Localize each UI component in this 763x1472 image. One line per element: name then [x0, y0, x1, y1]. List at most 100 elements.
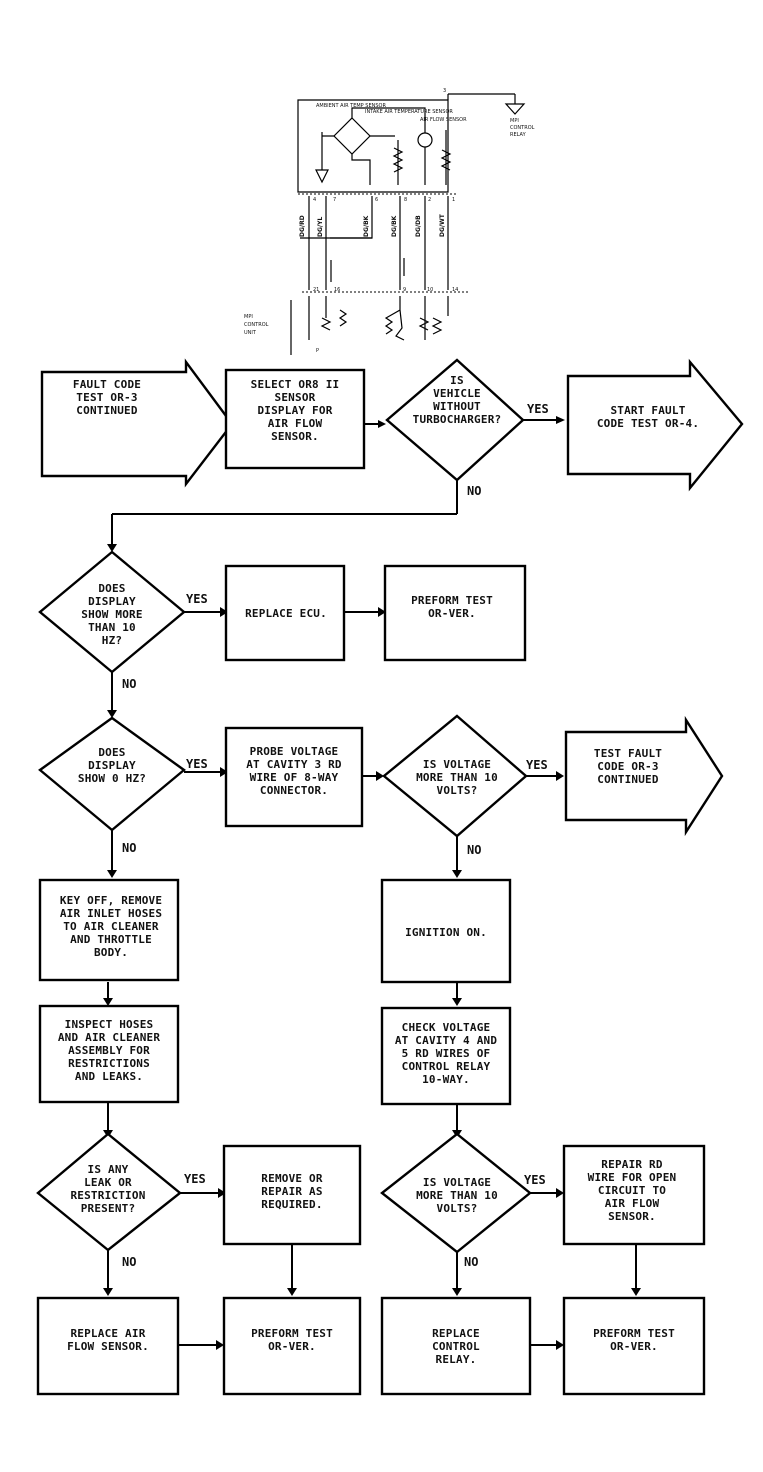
n2-text-line: SELECT OR8 II	[251, 378, 340, 391]
n16-text-line: LEAK OR	[84, 1176, 132, 1189]
node-inspect-hoses	[38, 1004, 180, 1104]
n12-text-line: AIR INLET HOSES	[60, 907, 162, 920]
node-test-fault-continued	[564, 715, 724, 837]
n15-text-line: AT CAVITY 4 AND	[395, 1034, 498, 1047]
no-label: NO	[467, 484, 481, 498]
n4-text-line: START FAULT	[610, 404, 685, 417]
n19-text-line: WIRE FOR OPEN	[588, 1171, 677, 1184]
pin-top-3: 6	[375, 197, 378, 203]
unit-label-3: UNIT	[244, 330, 257, 336]
pin-bottom-1: 21	[313, 287, 319, 293]
n17-text-line: REPAIR AS	[261, 1185, 322, 1198]
n9-text-line: PROBE VOLTAGE	[250, 745, 339, 758]
wire-color-3: DG/BK	[363, 215, 370, 237]
resistor-symbol	[392, 140, 404, 185]
n5-text-line: HZ?	[102, 634, 122, 647]
n10-text-line: MORE THAN 10	[416, 771, 498, 784]
n16-text-line: IS ANY	[88, 1163, 129, 1176]
node-remove-repair	[222, 1144, 362, 1246]
pin-top-6: 1	[452, 197, 455, 203]
n15-text-line: 10-WAY.	[422, 1073, 470, 1086]
resistor-symbol	[440, 130, 452, 185]
pin-top-5: 2	[428, 197, 431, 203]
n1-text-line: CONTINUED	[76, 404, 138, 417]
n2-text-line: DISPLAY FOR	[257, 404, 332, 417]
n5-text-line: SHOW MORE	[81, 608, 142, 621]
n19-text-line: AIR FLOW	[605, 1197, 660, 1210]
n9-text-line: WIRE OF 8-WAY	[250, 771, 339, 784]
n8-text-line: DOES	[98, 746, 125, 759]
n17-text-line: REMOVE OR	[261, 1172, 323, 1185]
pin-bottom-3: 9	[403, 287, 406, 293]
relay-label-2: CONTROL	[510, 125, 535, 131]
n2-text-line: SENSOR.	[271, 430, 319, 443]
node-replace-control-relay	[380, 1296, 532, 1396]
n20-text-line: REPLACE AIR	[70, 1327, 145, 1340]
n11-text-line: TEST FAULT	[594, 747, 662, 760]
n10-text-line: IS VOLTAGE	[423, 758, 491, 771]
n9-text-line: AT CAVITY 3 RD	[246, 758, 342, 771]
n3-text-line: WITHOUT	[433, 400, 481, 413]
wire-color-5: DG/DB	[415, 215, 422, 237]
n11-text-line: CONTINUED	[597, 773, 659, 786]
no-label: NO	[122, 677, 136, 691]
n12-text-line: BODY.	[94, 946, 128, 959]
n23-text-line: PREFORM TEST	[593, 1327, 675, 1340]
node-perform-test-3	[562, 1296, 706, 1396]
temp-sensor-symbol	[315, 132, 329, 184]
yes-label: YES	[186, 592, 208, 606]
wire-color-6: DG/WT	[439, 213, 446, 237]
wires	[308, 196, 449, 290]
label-intake-sensor: INTAKE AIR TEMPERATURE SENSOR	[365, 109, 453, 115]
shapes	[36, 358, 744, 1396]
n7-text-line: PREFORM TEST	[411, 594, 493, 607]
n1-text-line: TEST OR-3	[76, 391, 137, 404]
n18-text-line: MORE THAN 10	[416, 1189, 498, 1202]
n5-text-line: DISPLAY	[88, 595, 136, 608]
n21-text-line: PREFORM TEST	[251, 1327, 333, 1340]
relay-label-1: MPI	[510, 118, 519, 124]
label-air-flow-sensor: AIR FLOW SENSOR	[420, 117, 467, 123]
n14-text-line: ASSEMBLY FOR	[68, 1044, 150, 1057]
n20-text-line: FLOW SENSOR.	[67, 1340, 149, 1353]
n23-text-line: OR-VER.	[610, 1340, 658, 1353]
branch-labels: YES NO YES NO YES NO YES NO YES NO YES N…	[122, 402, 549, 1269]
n2-text-line: AIR FLOW	[268, 417, 323, 430]
n5-text-line: THAN 10	[88, 621, 136, 634]
node-voltage-decision-1	[382, 714, 528, 838]
node-fault-code-start	[40, 358, 234, 488]
node-perform-test-1	[383, 564, 527, 662]
n14-text-line: RESTRICTIONS	[68, 1057, 150, 1070]
wire-color-2: DG/YL	[317, 217, 324, 237]
node-replace-ecu	[224, 564, 346, 662]
n16-text-line: PRESENT?	[81, 1202, 136, 1215]
n3-text-line: TURBOCHARGER?	[413, 413, 502, 426]
node-start-test-or4	[566, 358, 744, 492]
node-key-off	[38, 878, 180, 982]
n15-text-line: 5 RD WIRES OF	[402, 1047, 491, 1060]
n21-text-line: OR-VER.	[268, 1340, 316, 1353]
n12-text-line: KEY OFF, REMOVE	[60, 894, 162, 907]
wire-color-1: DG/RD	[299, 215, 306, 237]
n2-text-line: SENSOR	[275, 391, 316, 404]
pin-top-4: 8	[404, 197, 407, 203]
node-select-display	[224, 368, 366, 470]
pin-top-2: 7	[333, 197, 336, 203]
n1-text-line: FAULT CODE	[73, 378, 141, 391]
n17-text-line: REQUIRED.	[261, 1198, 322, 1211]
pin-relay: 3	[443, 88, 446, 94]
n14-text-line: AND LEAKS.	[75, 1070, 143, 1083]
n7-text-line: OR-VER.	[428, 607, 476, 620]
no-label: NO	[122, 1255, 136, 1269]
n19-text-line: CIRCUIT TO	[598, 1184, 666, 1197]
node-turbocharger-decision	[385, 358, 525, 482]
yes-label: YES	[524, 1173, 546, 1187]
node-perform-test-2	[222, 1296, 362, 1396]
n19-text-line: SENSOR.	[608, 1210, 656, 1223]
air-flow-sensor-symbol	[417, 132, 433, 148]
yes-label: YES	[186, 757, 208, 771]
label-ambient-sensor: AMBIENT AIR TEMP SENSOR	[316, 103, 386, 109]
bridge-circuit	[333, 117, 371, 155]
